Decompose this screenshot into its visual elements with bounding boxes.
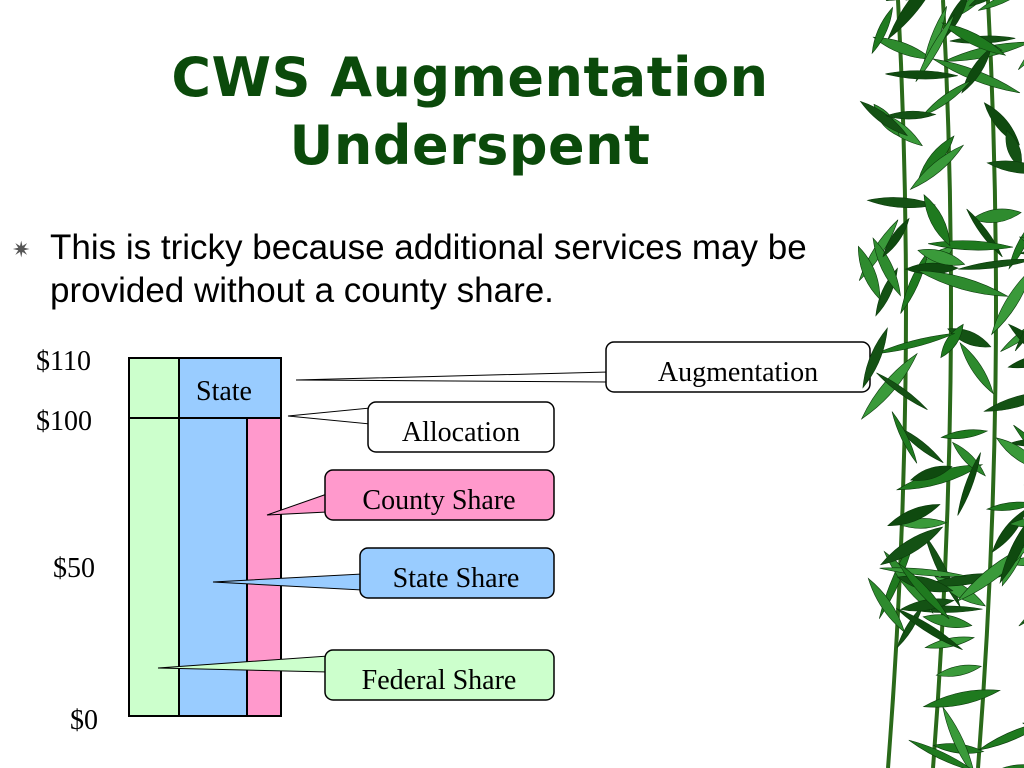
bamboo-leaf: [991, 508, 1024, 553]
allocation-callout: [367, 401, 555, 453]
bamboo-leaf: [896, 608, 963, 651]
bamboo-leaf: [880, 526, 944, 566]
county-share-callout: [324, 469, 555, 521]
bamboo-leaf: [923, 194, 951, 247]
title-line-2: Underspent: [289, 114, 651, 177]
bamboo-leaf: [862, 327, 888, 389]
bamboo-leaf: [940, 429, 989, 439]
bamboo-leaf: [951, 441, 986, 477]
state-share-callout: [359, 547, 555, 599]
allocation-pointer: [287, 407, 371, 425]
bamboo-stalk: [931, 0, 953, 768]
bamboo-leaf: [1000, 312, 1024, 352]
bamboo-leaf: [910, 465, 953, 481]
bamboo-leaf: [891, 411, 918, 464]
federal-share-bar: [128, 357, 180, 717]
bamboo-leaf: [858, 245, 881, 301]
bamboo-leaf: [995, 437, 1024, 471]
bamboo-leaf: [871, 6, 894, 55]
bamboo-leaves-decoration: [858, 0, 1024, 768]
bamboo-leaf: [999, 511, 1024, 584]
county-share-bar: [246, 417, 282, 717]
bamboo-leaf: [978, 0, 1024, 11]
bamboo-leaf: [922, 614, 973, 628]
bamboo-leaf: [885, 70, 958, 80]
bamboo-leaf: [887, 504, 941, 527]
bamboo-leaf: [866, 197, 936, 208]
bamboo-leaf: [859, 100, 908, 137]
state-share-label: State Share: [393, 563, 520, 594]
augmentation-pointer: [295, 371, 609, 383]
bamboo-leaf: [922, 689, 1001, 708]
augmentation-label: Augmentation: [658, 357, 818, 388]
bamboo-leaf: [904, 262, 959, 275]
bamboo-leaf: [968, 0, 1006, 7]
bamboo-leaf: [1008, 219, 1024, 270]
axis-label-110: $110: [36, 346, 91, 377]
bamboo-leaf: [909, 144, 965, 190]
axis-label-0: $0: [70, 705, 98, 736]
bamboo-leaf: [899, 598, 955, 612]
title-line-1: CWS Augmentation: [171, 46, 769, 109]
bamboo-leaf: [915, 14, 955, 82]
slide-title: CWS Augmentation Underspent: [80, 44, 860, 180]
state-share-bar: [178, 417, 248, 717]
federal-share-callout: [324, 649, 555, 701]
allocation-label: Allocation: [402, 417, 520, 448]
bamboo-leaf: [991, 764, 1024, 768]
bamboo-leaf: [887, 0, 944, 40]
bamboo-leaf: [983, 391, 1024, 412]
bamboo-stalk: [886, 0, 908, 768]
bamboo-leaf: [875, 333, 955, 354]
bullet-star-icon: ✷: [12, 237, 31, 262]
bamboo-leaf: [991, 266, 1024, 336]
bamboo-leaf: [867, 577, 906, 634]
bamboo-leaf: [885, 110, 937, 120]
bamboo-leaf: [983, 102, 1020, 146]
county-share-label: County Share: [362, 485, 515, 516]
bamboo-leaf: [959, 342, 994, 395]
bamboo-leaf: [1018, 585, 1024, 627]
bamboo-leaf: [921, 80, 972, 117]
bamboo-leaf: [940, 323, 964, 359]
axis-label-100: $100: [36, 406, 92, 437]
bamboo-leaf: [900, 251, 929, 314]
bamboo-leaf: [1022, 580, 1024, 624]
bamboo-leaf: [908, 739, 975, 768]
bamboo-leaf: [875, 267, 898, 317]
bamboo-leaf: [935, 664, 983, 677]
state-augmentation-bar: [178, 357, 282, 419]
bullet-text: This is tricky because additional servic…: [50, 228, 807, 310]
bamboo-leaf: [1007, 353, 1024, 369]
bamboo-leaf: [898, 563, 950, 620]
bamboo-leaf: [917, 249, 966, 266]
bamboo-leaf: [876, 372, 928, 410]
axis-label-50: $50: [53, 553, 95, 584]
bamboo-leaf: [1009, 438, 1024, 447]
bamboo-leaf: [942, 706, 976, 768]
bamboo-leaf: [941, 22, 1007, 56]
bamboo-leaf: [897, 426, 944, 463]
bamboo-leaf: [978, 721, 1024, 751]
bamboo-leaf: [882, 217, 910, 258]
bamboo-leaf: [917, 270, 1009, 297]
state-column-label: State: [196, 376, 252, 407]
federal-share-label: Federal Share: [362, 665, 517, 696]
bamboo-leaf: [957, 452, 981, 516]
bamboo-leaf: [971, 208, 1022, 223]
bamboo-leaf: [860, 352, 918, 420]
bamboo-leaf: [986, 160, 1024, 174]
bamboo-leaf: [986, 501, 1024, 511]
bamboo-leaf: [958, 259, 1024, 270]
bamboo-leaf: [966, 208, 1003, 258]
